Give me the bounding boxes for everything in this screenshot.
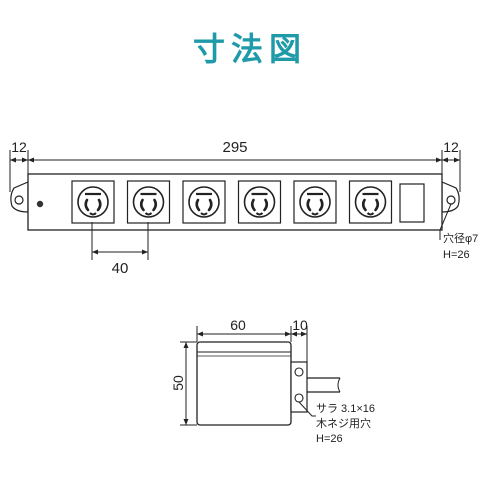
outlet-slot-right: [152, 198, 158, 212]
arrow-head: [22, 157, 28, 163]
outlet: [293, 180, 337, 224]
outlet-face: [243, 186, 276, 218]
arrow-head: [454, 157, 460, 163]
screw-hole-bottom: [294, 393, 304, 403]
outlet-face: [188, 186, 220, 218]
arrow-head: [92, 249, 98, 255]
outlet-slot-left: [84, 198, 90, 212]
mounting-hole-left: [14, 195, 24, 205]
outlet-face: [299, 186, 331, 218]
dim-right-margin-label: 12: [443, 139, 459, 155]
outlet: [71, 180, 115, 224]
outlet-slot-left: [361, 198, 367, 212]
dim-height-label: 50: [170, 375, 186, 391]
outlet-earth-hole: [311, 212, 319, 216]
top-view: 12 295 12 40 穴径φ7 H=26: [9, 139, 478, 277]
arrow-head: [442, 157, 448, 163]
outlet-slot-right: [318, 198, 324, 212]
outlet: [237, 180, 282, 224]
dim-total-length-label: 295: [222, 139, 247, 156]
outlet-face: [77, 186, 109, 218]
power-cord: [307, 377, 340, 393]
dim-plug-depth-label: 10: [292, 317, 308, 333]
page-title: 寸法図: [192, 31, 307, 67]
outlet: [126, 180, 171, 224]
outlet-slot-left: [250, 198, 256, 212]
side-view: 60 10 50 サラ 3.1×16 木ネジ用穴 H=26: [170, 317, 375, 445]
outlet-slot-right: [263, 198, 269, 212]
outlet-slot-left: [195, 198, 201, 212]
arrow-head: [285, 331, 291, 337]
dim-left-margin-label: 12: [11, 139, 27, 155]
outlet-earth-hole: [255, 212, 264, 216]
hole-note-diameter: 穴径φ7: [443, 231, 478, 245]
outlet: [182, 180, 226, 224]
arrow-head: [183, 342, 189, 348]
screw-note-height: H=26: [316, 433, 343, 445]
screw-note-size: サラ 3.1×16: [316, 402, 375, 415]
dim-outlet-pitch-label: 40: [112, 260, 129, 277]
outlet-earth-hole: [89, 212, 97, 216]
outlet-earth-hole: [366, 212, 375, 216]
arrow-head: [142, 249, 148, 255]
arrow-head: [301, 331, 307, 337]
screw-leader-line: [298, 401, 316, 417]
outlet-row: [71, 180, 393, 224]
cord-break: [337, 377, 341, 393]
outlet-face: [354, 186, 387, 218]
hole-leader-line: [439, 203, 452, 240]
outlet-slot-left: [306, 198, 312, 212]
outlet-earth-hole: [200, 212, 208, 216]
outlet: [348, 180, 393, 224]
outlet-slot-right: [96, 198, 102, 212]
arrow-head: [291, 331, 297, 337]
arrow-head: [10, 157, 16, 163]
power-switch: [399, 183, 425, 223]
arrow-head: [197, 331, 203, 337]
mounting-hole-right: [446, 195, 456, 205]
outlet-slot-right: [207, 198, 213, 212]
dim-depth-label: 60: [230, 317, 246, 333]
indicator-lamp: [36, 200, 44, 208]
outlet-slot-left: [139, 198, 145, 212]
hole-note-height: H=26: [443, 249, 470, 261]
arrow-head: [28, 157, 34, 163]
arrow-head: [436, 157, 442, 163]
side-body: [196, 341, 292, 426]
screw-hole-top: [294, 367, 304, 377]
outlet-face: [132, 186, 165, 218]
outlet-earth-hole: [144, 212, 153, 216]
arrow-head: [183, 419, 189, 425]
outlet-slot-right: [374, 198, 380, 212]
screw-note-type: 木ネジ用穴: [316, 416, 371, 430]
